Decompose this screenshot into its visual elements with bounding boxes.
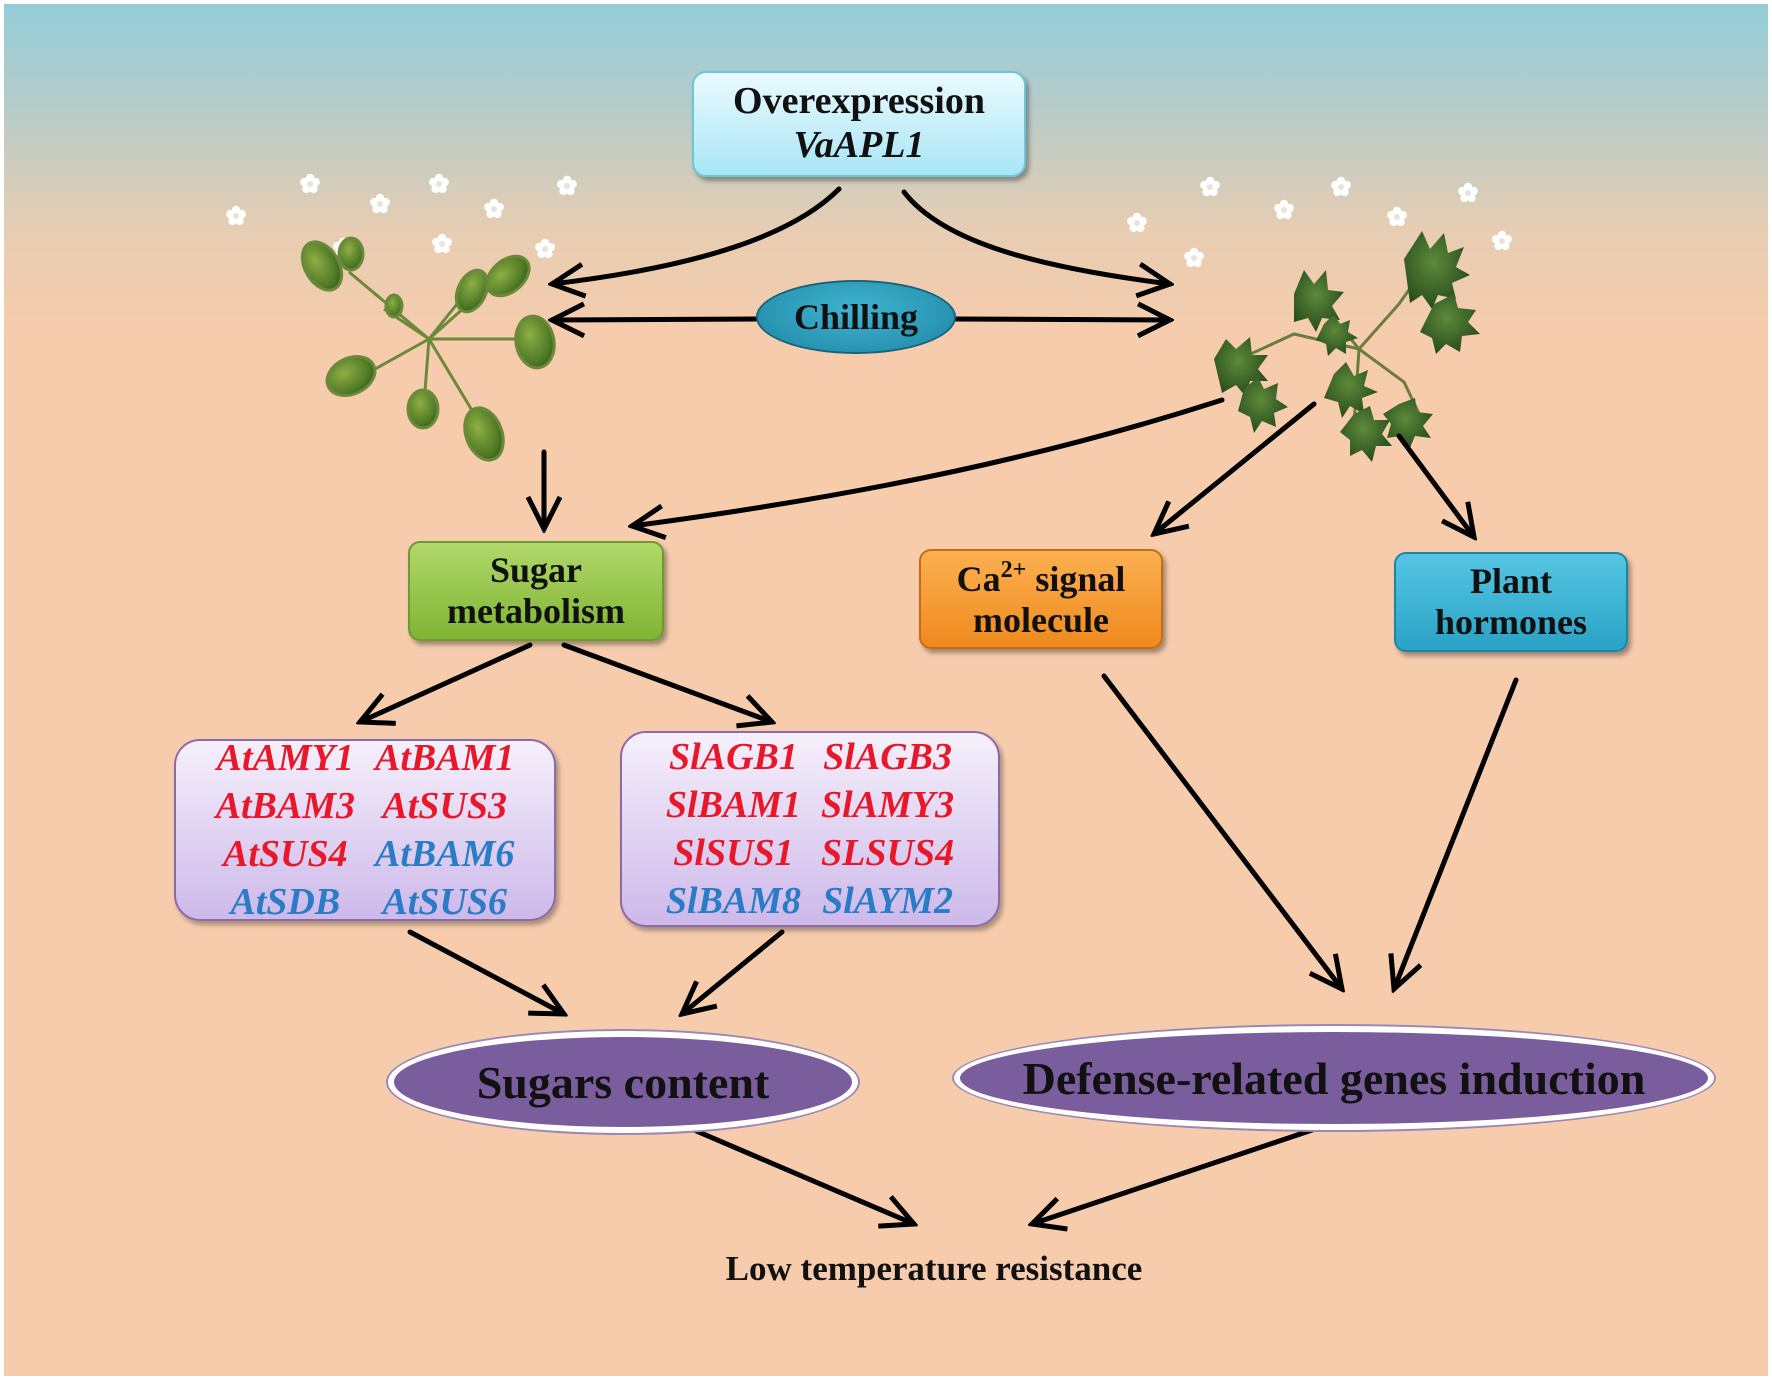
arrow-at-genes-to-sugars-content [407, 929, 564, 1014]
sugar-metabolism-box: Sugar metabolism [408, 541, 664, 641]
gene-label: AtBAM1 [375, 737, 515, 779]
vaapl1-gene-label: VaAPL1 [793, 124, 925, 166]
gene-label: AtSUS4 [222, 833, 348, 875]
gene-label: AtBAM3 [215, 785, 355, 827]
arrow-sugar-to-sl-genes [561, 642, 772, 722]
ca-signal-box: Ca2+ signal molecule [919, 549, 1163, 649]
ca-symbol: Ca [956, 558, 1001, 599]
chilling-label: Chilling [793, 297, 919, 337]
plant-hormones-line2: hormones [1435, 602, 1587, 642]
ca-signal-line2: molecule [973, 600, 1109, 640]
diagram-graphics [226, 173, 1519, 1376]
diagram-arrows [360, 186, 1519, 1224]
diagram-canvas: Overexpression VaAPL1 Chilling Sugar met… [4, 4, 1768, 1376]
arrow-tomato-to-hormones [1396, 433, 1474, 537]
arrow-hormones-to-defense [1394, 677, 1519, 989]
ca-signal-line1: Ca2+ signal [957, 557, 1126, 600]
arrow-tomato-to-sugar-metabolism [632, 397, 1225, 526]
gene-label: SlAYM2 [822, 880, 954, 922]
snowflake-icons-left [226, 173, 577, 259]
arrow-overexp-to-arabidopsis [552, 186, 842, 284]
arrow-chilling-to-tomato [953, 319, 1170, 320]
plant-hormones-line1: Plant [1469, 560, 1552, 601]
low-temperature-resistance-label: Low temperature resistance [725, 1249, 1143, 1288]
gene-label: SLSUS4 [821, 832, 955, 874]
ca-signal-word: signal [1026, 558, 1126, 599]
arrow-chilling-to-arabidopsis [552, 319, 759, 320]
sugar-metabolism-line1: Sugar [489, 549, 583, 590]
overexpression-label: Overexpression [733, 80, 985, 123]
arrow-tomato-to-ca-signal [1154, 401, 1317, 534]
gene-label: SlBAM8 [665, 880, 802, 922]
plant-hormones-box: Plant hormones [1394, 552, 1628, 652]
gene-label: SlAMY3 [821, 784, 955, 826]
arrow-sl-genes-to-sugars-content [682, 929, 785, 1014]
arrow-ca-to-defense [1101, 673, 1342, 989]
gene-label: SlSUS1 [673, 832, 794, 874]
gene-label: AtSUS3 [382, 785, 507, 827]
gene-label: AtSDB [230, 881, 341, 923]
gene-label: SlAGB1 [669, 736, 798, 778]
defense-genes-ellipse: Defense-related genes induction [954, 1026, 1714, 1130]
chilling-ellipse: Chilling [756, 280, 956, 354]
overexpression-box: Overexpression VaAPL1 [692, 71, 1026, 177]
gene-label: AtBAM6 [375, 833, 515, 875]
arrow-sugar-to-at-genes [360, 642, 533, 722]
gene-label: SlAGB3 [823, 736, 952, 778]
arabidopsis-plant-icon [300, 236, 556, 462]
arrow-sugars-content-to-low-temp [691, 1127, 914, 1224]
arrow-overexp-to-tomato [901, 189, 1170, 284]
sugars-content-ellipse: Sugars content [388, 1031, 858, 1133]
arrow-defense-to-low-temp [1032, 1121, 1333, 1224]
gene-label: SlBAM1 [665, 784, 802, 826]
ca-charge: 2+ [1000, 556, 1027, 583]
gene-label: AtAMY1 [216, 737, 354, 779]
gene-label: AtSUS6 [382, 881, 507, 923]
sugars-content-label: Sugars content [476, 1056, 770, 1108]
sugar-metabolism-line2: metabolism [447, 591, 625, 631]
tomato-plant-icon [1214, 231, 1480, 462]
defense-genes-label: Defense-related genes induction [1022, 1052, 1646, 1104]
